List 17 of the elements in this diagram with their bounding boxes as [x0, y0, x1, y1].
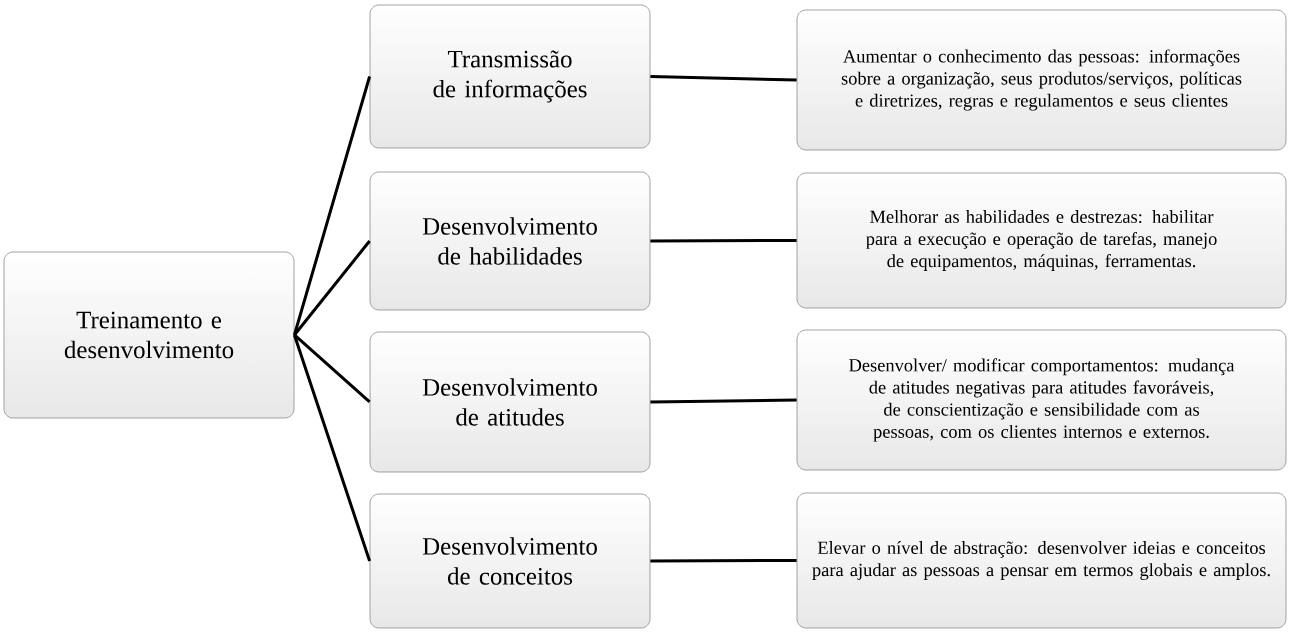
- connector-line: [650, 559, 797, 563]
- connector-line: [293, 333, 371, 404]
- category-box: Desenvolvimento de atitudes: [369, 331, 651, 473]
- description-box: Elevar o nível de abstração: desenvolver ideias e conceitos para ajudar as pessoas a pensar em termos globais e amplos.: [796, 492, 1287, 629]
- connector-line: [293, 334, 372, 562]
- category-box: Desenvolvimento de habilidades: [369, 171, 651, 311]
- description-box: Aumentar o conhecimento das pessoas: informações sobre a organização, seus produtos/serviços, políticas e diretrizes, regras e regulamentos e seus clientes: [796, 9, 1287, 151]
- connector-line: [650, 75, 797, 82]
- connector-line: [293, 240, 371, 336]
- root-box: Treinamento e desenvolvimento: [3, 251, 295, 419]
- description-box: Melhorar as habilidades e destrezas: habilitar para a execução e operação de tarefas, manejo de equipamentos, máquinas, ferramentas.: [796, 172, 1287, 309]
- connector-line: [650, 398, 797, 404]
- connector-line: [650, 239, 797, 243]
- description-box: Desenvolver/ modificar comportamentos: mudança de atitudes negativas para atitudes favoráveis, de conscientização e sensibilidade com as pessoas, com os clientes internos e externos.: [796, 329, 1287, 471]
- connector-line: [292, 76, 372, 336]
- category-box: Transmissão de informações: [369, 4, 651, 149]
- category-box: Desenvolvimento de conceitos: [369, 493, 651, 629]
